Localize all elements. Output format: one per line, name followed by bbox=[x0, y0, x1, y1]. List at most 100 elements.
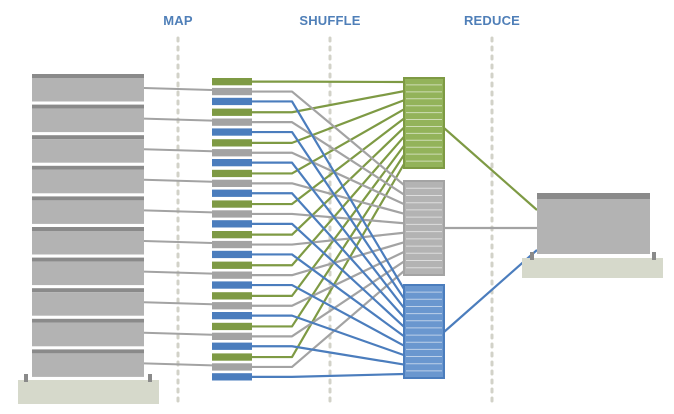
input-to-map-line bbox=[143, 87, 213, 91]
map-output-column bbox=[212, 78, 252, 381]
input-to-map-line bbox=[143, 270, 213, 275]
reduce-partition-column bbox=[403, 77, 445, 379]
map-output-gray bbox=[212, 179, 252, 187]
input-split-top bbox=[32, 288, 144, 293]
input-to-map-line bbox=[143, 301, 213, 306]
map-output-green bbox=[212, 231, 252, 239]
map-output-green bbox=[212, 108, 252, 116]
input-split bbox=[32, 169, 144, 194]
input-to-map-line bbox=[143, 117, 213, 122]
shuffle-line-gray bbox=[252, 231, 405, 246]
shuffle-connectors bbox=[252, 80, 405, 378]
map-output-blue bbox=[212, 250, 252, 259]
input-split bbox=[32, 292, 144, 316]
input-stack-base bbox=[18, 380, 159, 404]
map-output-blue bbox=[212, 342, 252, 350]
input-split-top bbox=[32, 349, 144, 354]
shuffle-line-blue bbox=[252, 222, 405, 328]
map-output-green bbox=[212, 292, 252, 300]
input-split bbox=[32, 108, 144, 133]
map-output-green bbox=[212, 322, 252, 331]
input-to-map-line bbox=[143, 209, 213, 214]
shuffle-line-gray bbox=[252, 212, 405, 225]
shuffle-line-gray bbox=[252, 151, 405, 206]
reduce-partition-gray bbox=[403, 180, 445, 276]
shuffle-line-green bbox=[252, 90, 405, 114]
input-to-map-line bbox=[143, 148, 213, 153]
reduce-to-output-blue bbox=[443, 249, 538, 333]
shuffle-line-blue bbox=[252, 130, 405, 300]
reduce-stage-label: REDUCE bbox=[464, 13, 520, 28]
input-split-top bbox=[32, 135, 144, 140]
input-split bbox=[32, 353, 144, 377]
map-output-blue bbox=[212, 220, 252, 228]
output-block-top bbox=[537, 193, 650, 199]
output-block bbox=[537, 199, 650, 254]
reduce-partition-blue bbox=[403, 284, 445, 379]
shuffle-line-blue bbox=[252, 372, 405, 378]
map-output-blue bbox=[212, 128, 252, 136]
map-output-blue bbox=[212, 97, 252, 106]
map-stage-label: MAP bbox=[163, 13, 193, 28]
shuffle-line-blue bbox=[252, 345, 405, 366]
map-output-green bbox=[212, 200, 252, 208]
output-base bbox=[522, 258, 663, 278]
shuffle-line-blue bbox=[252, 100, 405, 290]
map-output-gray bbox=[212, 87, 252, 96]
map-output-green bbox=[212, 353, 252, 361]
map-output-gray bbox=[212, 363, 252, 371]
input-split-top bbox=[32, 104, 144, 109]
input-to-map-line bbox=[143, 362, 213, 367]
map-output-gray bbox=[212, 149, 252, 157]
input-split-top bbox=[32, 165, 144, 170]
input-split bbox=[32, 261, 144, 286]
shuffle-line-gray bbox=[252, 241, 405, 277]
input-split bbox=[32, 322, 144, 347]
map-output-blue bbox=[212, 312, 252, 320]
input-split bbox=[32, 139, 144, 163]
map-output-blue bbox=[212, 159, 252, 167]
shuffle-line-gray bbox=[252, 260, 405, 338]
input-split-top bbox=[32, 74, 144, 78]
shuffle-line-green bbox=[252, 145, 405, 297]
shuffle-line-green bbox=[252, 117, 405, 206]
output-foot-left bbox=[530, 252, 534, 260]
input-split bbox=[32, 200, 144, 224]
input-split-top bbox=[32, 227, 144, 231]
input-stack-foot-right bbox=[148, 374, 152, 382]
input-to-map-line bbox=[143, 331, 213, 336]
input-to-map-line bbox=[143, 240, 213, 244]
shuffle-stage-label: SHUFFLE bbox=[299, 13, 360, 28]
shuffle-line-blue bbox=[252, 161, 405, 309]
map-output-gray bbox=[212, 332, 252, 340]
shuffle-line-green bbox=[252, 154, 405, 328]
shuffle-line-green bbox=[252, 135, 405, 267]
output-data-block bbox=[522, 193, 663, 278]
shuffle-line-gray bbox=[252, 270, 405, 369]
shuffle-line-gray bbox=[252, 250, 405, 307]
map-output-gray bbox=[212, 302, 252, 310]
map-output-green bbox=[212, 169, 252, 178]
input-split-top bbox=[32, 196, 144, 201]
reduce-to-output-green bbox=[443, 127, 538, 211]
output-foot-right bbox=[652, 252, 656, 260]
map-output-gray bbox=[212, 240, 252, 249]
shuffle-line-blue bbox=[252, 253, 405, 338]
map-output-green bbox=[212, 139, 252, 147]
input-split-top bbox=[32, 257, 144, 262]
shuffle-line-blue bbox=[252, 192, 405, 319]
shuffle-line-gray bbox=[252, 182, 405, 215]
shuffle-line-gray bbox=[252, 90, 405, 186]
map-output-gray bbox=[212, 271, 252, 279]
map-output-gray bbox=[212, 118, 252, 126]
input-data-stack bbox=[18, 74, 159, 404]
shuffle-line-blue bbox=[252, 314, 405, 357]
map-output-green bbox=[212, 261, 252, 269]
input-stack-foot-left bbox=[24, 374, 28, 382]
input-to-map-connectors bbox=[143, 87, 213, 367]
input-to-map-line bbox=[143, 178, 213, 183]
shuffle-line-green bbox=[252, 99, 405, 144]
input-split-top bbox=[32, 318, 144, 323]
reduce-to-output-connectors bbox=[443, 127, 538, 333]
